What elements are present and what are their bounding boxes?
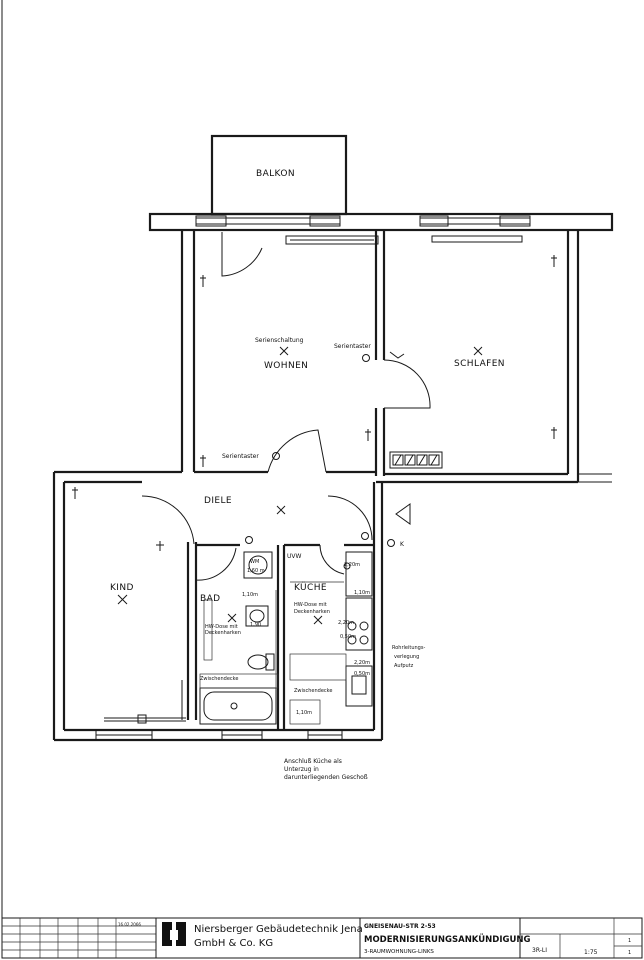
doors bbox=[141, 232, 431, 581]
label-kueche-height-4: 0,50m bbox=[340, 634, 356, 640]
switches bbox=[72, 255, 557, 570]
room-label-wohnen: WOHNEN bbox=[264, 361, 308, 371]
label-anschluss-3: darunterliegenden Geschoß bbox=[284, 774, 368, 781]
label-zwischendecke-bad: Zwischendecke bbox=[200, 676, 238, 682]
title-address: GNEISENAU-STR 2-53 bbox=[364, 923, 436, 930]
label-kueche-height-7: 1,10m bbox=[296, 710, 312, 716]
label-kueche-height-3: 2,20m bbox=[338, 620, 354, 626]
label-zwischendecke-kueche: Zwischendecke bbox=[294, 688, 332, 694]
title-project: MODERNISIERUNGSANKÜNDIGUNG bbox=[364, 934, 530, 945]
label-kueche-height-1: 2,20m bbox=[344, 562, 360, 568]
title-block bbox=[1, 917, 643, 959]
title-sheet-2: 1 bbox=[628, 950, 631, 956]
label-uvw: UVW bbox=[287, 553, 301, 560]
room-label-kind: KIND bbox=[110, 583, 134, 593]
top-facade bbox=[148, 212, 614, 232]
label-rohrleitung-2: verlegung bbox=[394, 654, 419, 660]
label-anschluss-2: Unterzug in bbox=[284, 766, 319, 773]
bottom-windows bbox=[95, 729, 343, 741]
title-plan-number: 3R-LI bbox=[532, 947, 547, 954]
title-scale: 1:75 bbox=[584, 949, 598, 956]
room-label-bad: BAD bbox=[200, 594, 220, 604]
title-company-2: GmbH & Co. KG bbox=[194, 938, 273, 949]
label-hw-dose-kueche-1: HW-Dose mit bbox=[294, 602, 327, 608]
label-wm: WM bbox=[250, 559, 259, 565]
room-label-balkon: BALKON bbox=[256, 169, 295, 179]
label-kueche-height-5: 2,20m bbox=[354, 660, 370, 666]
label-serientaster-diele: Serientaster bbox=[222, 453, 259, 460]
title-company-1: Niersberger Gebäudetechnik Jena bbox=[194, 924, 363, 935]
title-date: 16.02.2066 bbox=[118, 922, 141, 927]
room-label-schlafen: SCHLAFEN bbox=[454, 359, 505, 369]
title-subtitle: 3-RAUMWOHNUNG-LINKS bbox=[364, 949, 434, 955]
label-anschluss-1: Anschluß Küche als bbox=[284, 758, 342, 765]
label-serientaster-wohnen: Serientaster bbox=[334, 343, 371, 350]
label-kueche-height-2: 1,10m bbox=[354, 590, 370, 596]
title-sheet-1: 1 bbox=[628, 938, 631, 944]
marker-triangle bbox=[395, 503, 411, 525]
walls bbox=[52, 214, 613, 742]
label-rohrleitung-1: Rohrleitungs- bbox=[392, 645, 425, 651]
label-rohrleitung-3: Aufputz bbox=[394, 663, 414, 669]
label-hw-dose-bad-2: Deckenharken bbox=[205, 630, 241, 636]
label-k-marker: K bbox=[400, 541, 405, 548]
label-serienschaltung: Serienschaltung bbox=[255, 337, 304, 344]
radiators bbox=[285, 235, 523, 469]
pipe-line bbox=[104, 680, 186, 724]
label-hw-dose-bad-1: HW-Dose mit bbox=[205, 624, 238, 630]
room-label-diele: DIELE bbox=[204, 496, 232, 506]
label-wm-height: 1,60 m bbox=[247, 568, 265, 574]
room-label-kueche: KÜCHE bbox=[294, 582, 327, 593]
label-kueche-height-6: 0,50m bbox=[354, 671, 370, 677]
bathroom-fixtures bbox=[199, 551, 279, 725]
label-hw-dose-kueche-2: Deckenharken bbox=[294, 609, 330, 615]
light-symbols bbox=[117, 346, 483, 625]
label-bad-height-1: 1,10m bbox=[242, 592, 258, 598]
label-bad-height-2: 1,90 bbox=[250, 622, 261, 628]
kitchen-fixtures bbox=[289, 551, 373, 725]
